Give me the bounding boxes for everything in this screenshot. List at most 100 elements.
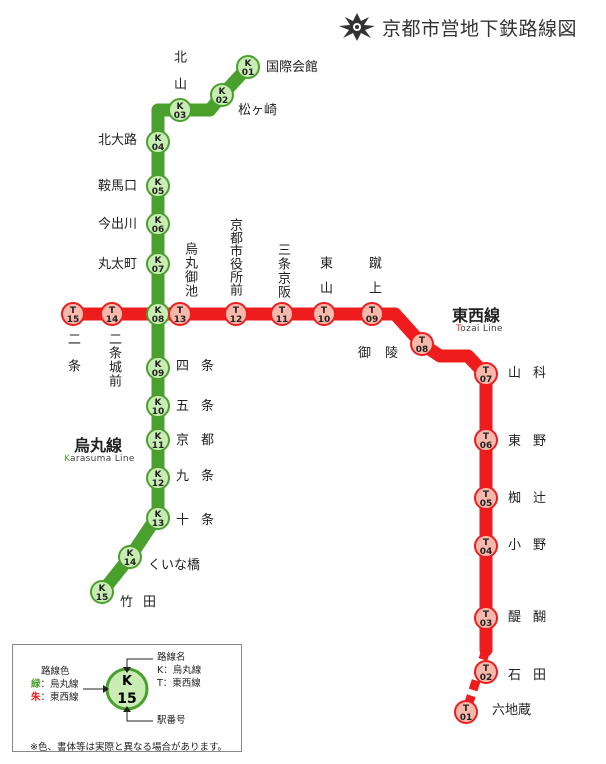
karasuma-station-code-number: 13	[152, 519, 165, 529]
tozai-station-code-letter: T	[177, 306, 184, 316]
tozai-station-14[interactable]: T14	[100, 302, 124, 326]
station-label-nagitsuji: 椥辻	[508, 491, 559, 506]
tozai-station-code-letter: T	[483, 432, 490, 442]
tozai-station-code-letter: T	[70, 306, 77, 316]
karasuma-station-marker	[146, 252, 170, 276]
karasuma-station-04[interactable]: K04	[146, 130, 170, 154]
karasuma-station-code-number: 04	[152, 143, 165, 153]
tozai-station-06[interactable]: T06	[474, 428, 498, 452]
karasuma-station-05[interactable]: K05	[146, 174, 170, 198]
tozai-station-marker	[312, 302, 336, 326]
karasuma-station-15[interactable]: K15	[90, 580, 114, 604]
tozai-station-code-number: 11	[276, 315, 289, 325]
karasuma-station-marker	[168, 98, 192, 122]
karasuma-station-code-letter: K	[155, 432, 163, 442]
karasuma-station-code-number: 07	[152, 265, 165, 275]
karasuma-line-english: Karasuma Line	[64, 454, 135, 464]
karasuma-station-code-number: 11	[152, 441, 165, 451]
tozai-station-08[interactable]: T08	[410, 332, 434, 356]
karasuma-station-02[interactable]: K02	[210, 83, 234, 107]
map-legend: K 15 路線色 緑：烏丸線 朱：東西線 路線名 K：烏丸線 T：東西線 駅番号	[12, 644, 242, 752]
tozai-station-05[interactable]: T05	[474, 486, 498, 510]
karasuma-station-marker	[118, 545, 142, 569]
station-label-kuramaguchi: 鞍馬口	[98, 179, 138, 194]
karasuma-station-code-letter: K	[245, 59, 253, 69]
tozai-line-name: 東西線	[452, 306, 501, 325]
tozai-station-code-number: 12	[230, 315, 243, 325]
tozai-station-code-letter: T	[483, 366, 490, 376]
tozai-station-code-number: 09	[366, 315, 379, 325]
station-label-karasuma-oike: 烏丸御池	[182, 242, 197, 298]
legend-line-name-title: 路線名	[157, 652, 186, 663]
tozai-station-code-letter: T	[233, 306, 240, 316]
tozai-station-13[interactable]: T13	[168, 302, 192, 326]
karasuma-station-01[interactable]: K01	[236, 55, 260, 79]
karasuma-station-12[interactable]: K12	[146, 466, 170, 490]
tozai-station-marker	[474, 660, 498, 684]
tozai-station-15[interactable]: T15	[61, 302, 85, 326]
station-label-kuinabashi: くいな橋	[148, 558, 201, 573]
station-label-yamashina: 山科	[508, 366, 559, 381]
tozai-station-code-number: 03	[480, 619, 493, 629]
tozai-station-code-letter: T	[369, 306, 376, 316]
tozai-station-11[interactable]: T11	[270, 302, 294, 326]
tozai-station-07[interactable]: T07	[474, 362, 498, 386]
legend-station-number-label: 駅番号	[157, 715, 186, 726]
tozai-station-code-number: 02	[480, 673, 493, 683]
karasuma-line-name: 烏丸線	[74, 436, 123, 455]
station-label-jujo: 十条	[176, 513, 227, 528]
karasuma-station-07[interactable]: K07	[146, 252, 170, 276]
tozai-station-marker	[410, 332, 434, 356]
karasuma-station-code-number: 10	[152, 407, 165, 417]
legend-diagram: K 15	[83, 658, 153, 722]
title-text: 京都市営地下鉄路線図	[382, 17, 578, 40]
karasuma-station-marker	[236, 55, 260, 79]
tozai-station-01[interactable]: T01	[454, 700, 478, 724]
tozai-station-marker	[100, 302, 124, 326]
tozai-station-code-number: 13	[174, 315, 187, 325]
karasuma-station-code-number: 15	[96, 593, 109, 603]
karasuma-station-06[interactable]: K06	[146, 212, 170, 236]
tozai-station-marker	[474, 428, 498, 452]
station-label-shiyakushomae: 京都市役所前	[227, 218, 242, 296]
karasuma-station-14[interactable]: K14	[118, 545, 142, 569]
karasuma-station-03[interactable]: K03	[168, 98, 192, 122]
tozai-station-code-letter: T	[483, 490, 490, 500]
station-label-nijojomae: 二条城前	[106, 332, 121, 388]
tozai-station-10[interactable]: T10	[312, 302, 336, 326]
karasuma-station-code-number: 05	[152, 187, 165, 197]
tozai-station-marker	[224, 302, 248, 326]
tozai-station-marker	[474, 534, 498, 558]
karasuma-station-08[interactable]: K08	[146, 302, 170, 326]
kyoto-city-emblem-icon	[339, 13, 375, 41]
station-label-kitaoji: 北大路	[98, 133, 138, 148]
tozai-station-code-number: 01	[460, 713, 473, 723]
station-label-takeda: 竹田	[120, 595, 167, 610]
tozai-station-04[interactable]: T04	[474, 534, 498, 558]
tozai-station-code-letter: T	[279, 306, 286, 316]
tozai-station-12[interactable]: T12	[224, 302, 248, 326]
karasuma-station-marker	[146, 428, 170, 452]
tozai-station-02[interactable]: T02	[474, 660, 498, 684]
station-label-kokusaikaikan: 国際会館	[266, 60, 319, 75]
tozai-station-code-letter: T	[483, 664, 490, 674]
karasuma-station-09[interactable]: K09	[146, 356, 170, 380]
karasuma-station-10[interactable]: K10	[146, 394, 170, 418]
tozai-station-code-letter: T	[419, 336, 426, 346]
station-label-nijo: 二条	[65, 332, 80, 386]
station-label-higashiyama: 東山	[317, 256, 332, 306]
karasuma-station-marker	[90, 580, 114, 604]
tozai-station-marker	[61, 302, 85, 326]
karasuma-station-code-number: 14	[124, 558, 137, 568]
tozai-station-marker	[474, 362, 498, 386]
karasuma-station-code-letter: K	[99, 584, 107, 594]
legend-k-line: K：烏丸線	[157, 665, 202, 676]
karasuma-station-code-number: 03	[174, 111, 187, 121]
tozai-station-code-letter: T	[483, 610, 490, 620]
karasuma-station-11[interactable]: K11	[146, 428, 170, 452]
karasuma-station-13[interactable]: K13	[146, 506, 170, 530]
tozai-station-09[interactable]: T09	[360, 302, 384, 326]
legend-t-line: T：東西線	[157, 678, 201, 689]
karasuma-station-marker	[146, 394, 170, 418]
tozai-station-03[interactable]: T03	[474, 606, 498, 630]
